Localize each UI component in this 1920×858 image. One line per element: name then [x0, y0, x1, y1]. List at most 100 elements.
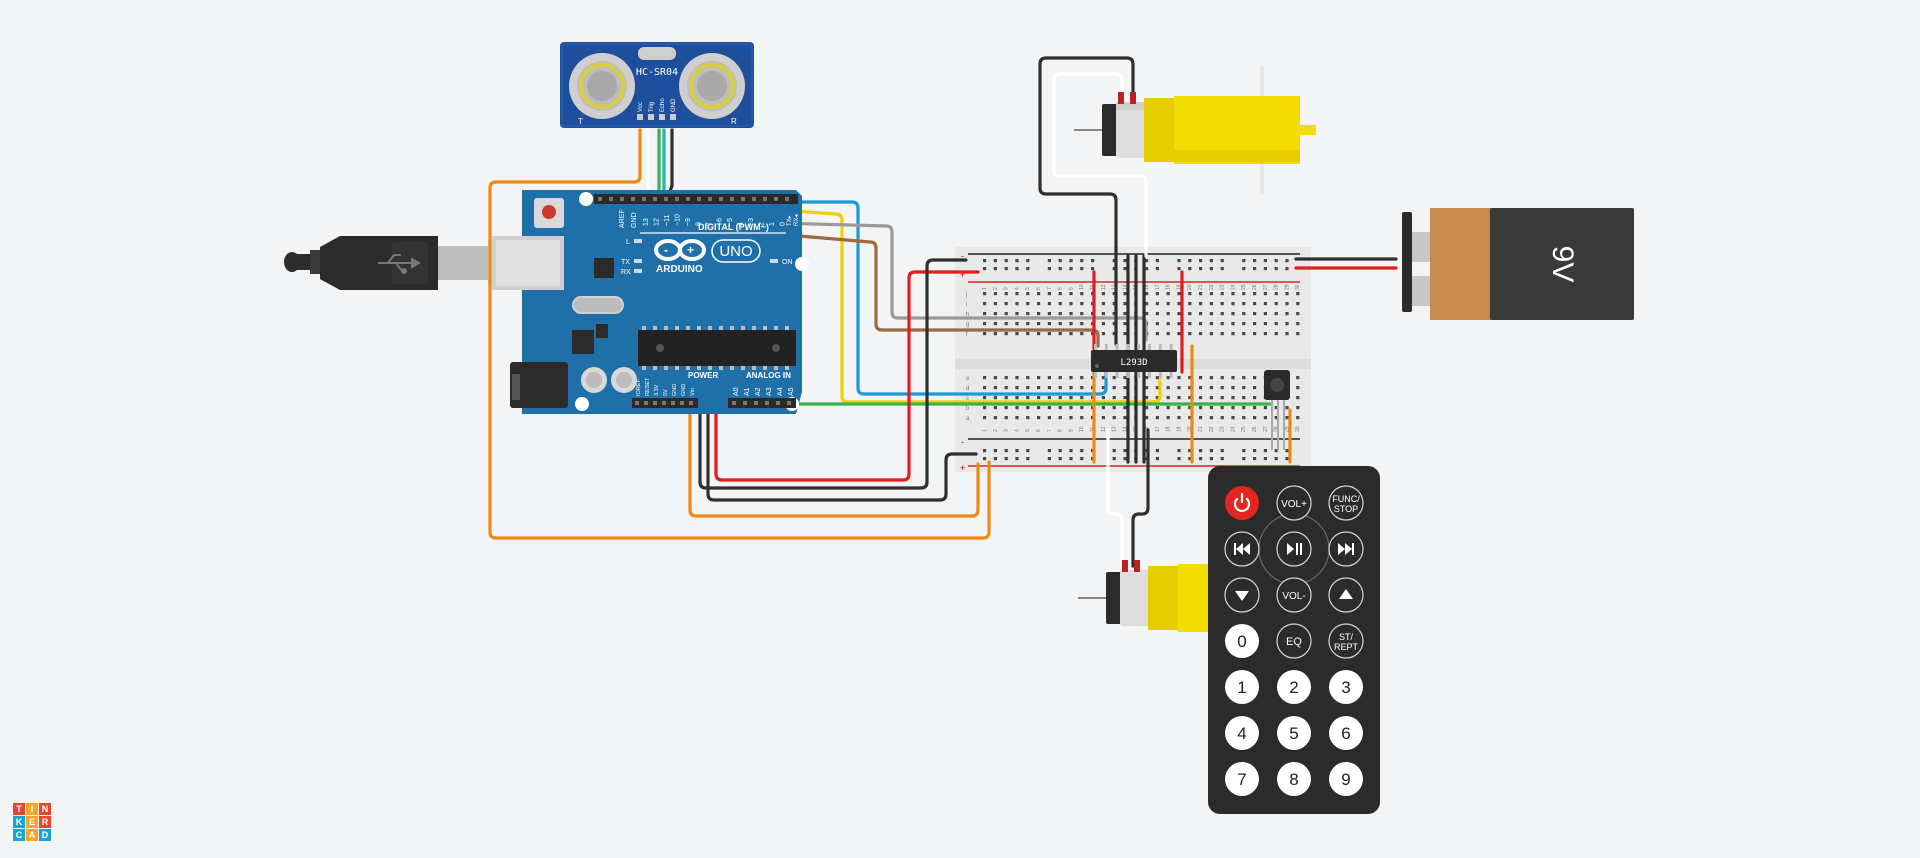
battery-9v[interactable]: 9V [1402, 208, 1634, 320]
remote-button-4[interactable]: 4 [1225, 716, 1259, 750]
power-pin-label: IOREF [636, 379, 642, 396]
remote-button-up[interactable] [1328, 577, 1364, 613]
digital-pin-label: ~5 [727, 218, 734, 226]
remote-button-2[interactable]: 2 [1277, 670, 1311, 704]
bb-col-number: 9 [1068, 287, 1074, 290]
analog-pin-label: A3 [766, 387, 773, 396]
remote-button-7[interactable]: 7 [1225, 762, 1259, 796]
battery-label: 9V [1546, 246, 1579, 283]
power-icon [1233, 492, 1251, 512]
wires[interactable] [488, 56, 1398, 568]
digital-header[interactable] [594, 194, 798, 204]
atmega-chip [638, 330, 796, 366]
bb-col-number: 6 [1036, 287, 1042, 290]
digital-pin-label: ~9 [685, 218, 692, 226]
sensor-pins[interactable] [637, 114, 676, 120]
wire-brown [750, 230, 1100, 348]
digital-pin-label: ~10 [675, 214, 682, 226]
bb-col-number: 10 [1079, 426, 1085, 432]
bb-col-number: 8 [1058, 429, 1064, 432]
remote-button-1[interactable]: 1 [1225, 670, 1259, 704]
bb-col-number: 23 [1220, 284, 1226, 290]
bb-col-number: 1 [982, 287, 988, 290]
power-pin-label: 5V [663, 389, 669, 396]
wire-blue [726, 200, 1108, 396]
bb-col-number: 24 [1230, 284, 1236, 290]
tx-led-label: TX [621, 259, 630, 266]
remote-button-next[interactable] [1328, 531, 1364, 567]
power-pin-label: GND [672, 384, 678, 396]
logo-letter: D [42, 830, 49, 840]
power-pin-label: GND [681, 384, 687, 396]
bb-col-number: 17 [1155, 284, 1161, 290]
l-led-label: L [626, 239, 630, 246]
remote-button-st-rept[interactable]: ST/REPT [1328, 623, 1364, 659]
arduino-model: UNO [719, 243, 752, 260]
analog-header[interactable] [728, 398, 796, 408]
digital-pin-label: 12 [654, 218, 661, 226]
remote-button-label: 7 [1237, 770, 1246, 789]
reset-button[interactable] [534, 198, 564, 228]
remote-button-9[interactable]: 9 [1329, 762, 1363, 796]
power-pin-label: RESET [645, 377, 651, 396]
remote-button-power[interactable] [1225, 486, 1259, 520]
logo-letter: N [42, 804, 49, 814]
remote-button-down[interactable] [1224, 577, 1260, 613]
bb-row-label: c [966, 396, 969, 402]
bb-col-number: 12 [1101, 426, 1107, 432]
remote-button-vol[interactable]: VOL+ [1276, 485, 1312, 521]
dc-motor-bottom[interactable] [1078, 560, 1208, 632]
ir-receiver[interactable] [1264, 370, 1290, 450]
bb-col-number: 28 [1274, 426, 1280, 432]
remote-button-0[interactable]: 0 [1225, 624, 1259, 658]
remote-button-5[interactable]: 5 [1277, 716, 1311, 750]
bb-col-number: 27 [1263, 284, 1269, 290]
bb-col-number: 21 [1198, 426, 1204, 432]
analog-pin-label: A0 [733, 387, 740, 396]
digital-pin-label: 0 [780, 222, 787, 226]
wire-orange-power [688, 408, 980, 518]
remote-button-6[interactable]: 6 [1329, 716, 1363, 750]
tx-led [634, 259, 642, 263]
bb-row-label: i [966, 302, 967, 308]
bb-col-number: 18 [1166, 284, 1172, 290]
sensor-side-right: R [731, 117, 737, 126]
motor-driver-ic[interactable]: L293D [1091, 344, 1177, 378]
dc-motor-top[interactable] [1074, 66, 1316, 194]
remote-button-label: VOL- [1282, 591, 1305, 602]
bb-row-label: j [965, 292, 967, 298]
bb-col-number: 3 [1004, 429, 1010, 432]
bb-row-label: b [966, 406, 970, 412]
remote-button-vol[interactable]: VOL- [1276, 577, 1312, 613]
rx-pin-label: RX◂ [794, 215, 800, 226]
remote-button-label: 1 [1237, 678, 1246, 697]
remote-button-label: EQ [1286, 636, 1302, 648]
remote-button-label: FUNC/STOP [1332, 494, 1360, 514]
bb-row-label: e [966, 376, 970, 382]
wire-motor1-black [1038, 56, 1135, 346]
digital-pin-label: 13 [643, 218, 650, 226]
usb-cable[interactable] [284, 236, 524, 290]
remote-button-play-pause[interactable] [1276, 531, 1312, 567]
remote-button-label: 9 [1341, 770, 1350, 789]
bb-col-number: 6 [1036, 429, 1042, 432]
remote-button-label: 6 [1341, 724, 1350, 743]
wire-motor2-white [1106, 428, 1124, 568]
remote-button-func-stop[interactable]: FUNC/STOP [1328, 485, 1364, 521]
logo-letter: I [31, 804, 34, 814]
wire-black-gnd-2 [706, 408, 978, 502]
plus-symbol: + [687, 243, 694, 257]
remote-button-prev[interactable] [1224, 531, 1260, 567]
remote-button-3[interactable]: 3 [1329, 670, 1363, 704]
remote-button-eq[interactable]: EQ [1276, 623, 1312, 659]
bb-col-number: 30 [1295, 426, 1301, 432]
logo-letter: K [16, 817, 23, 827]
bb-row-label: f [966, 332, 968, 338]
remote-button-8[interactable]: 8 [1277, 762, 1311, 796]
bb-col-number: 19 [1176, 426, 1182, 432]
